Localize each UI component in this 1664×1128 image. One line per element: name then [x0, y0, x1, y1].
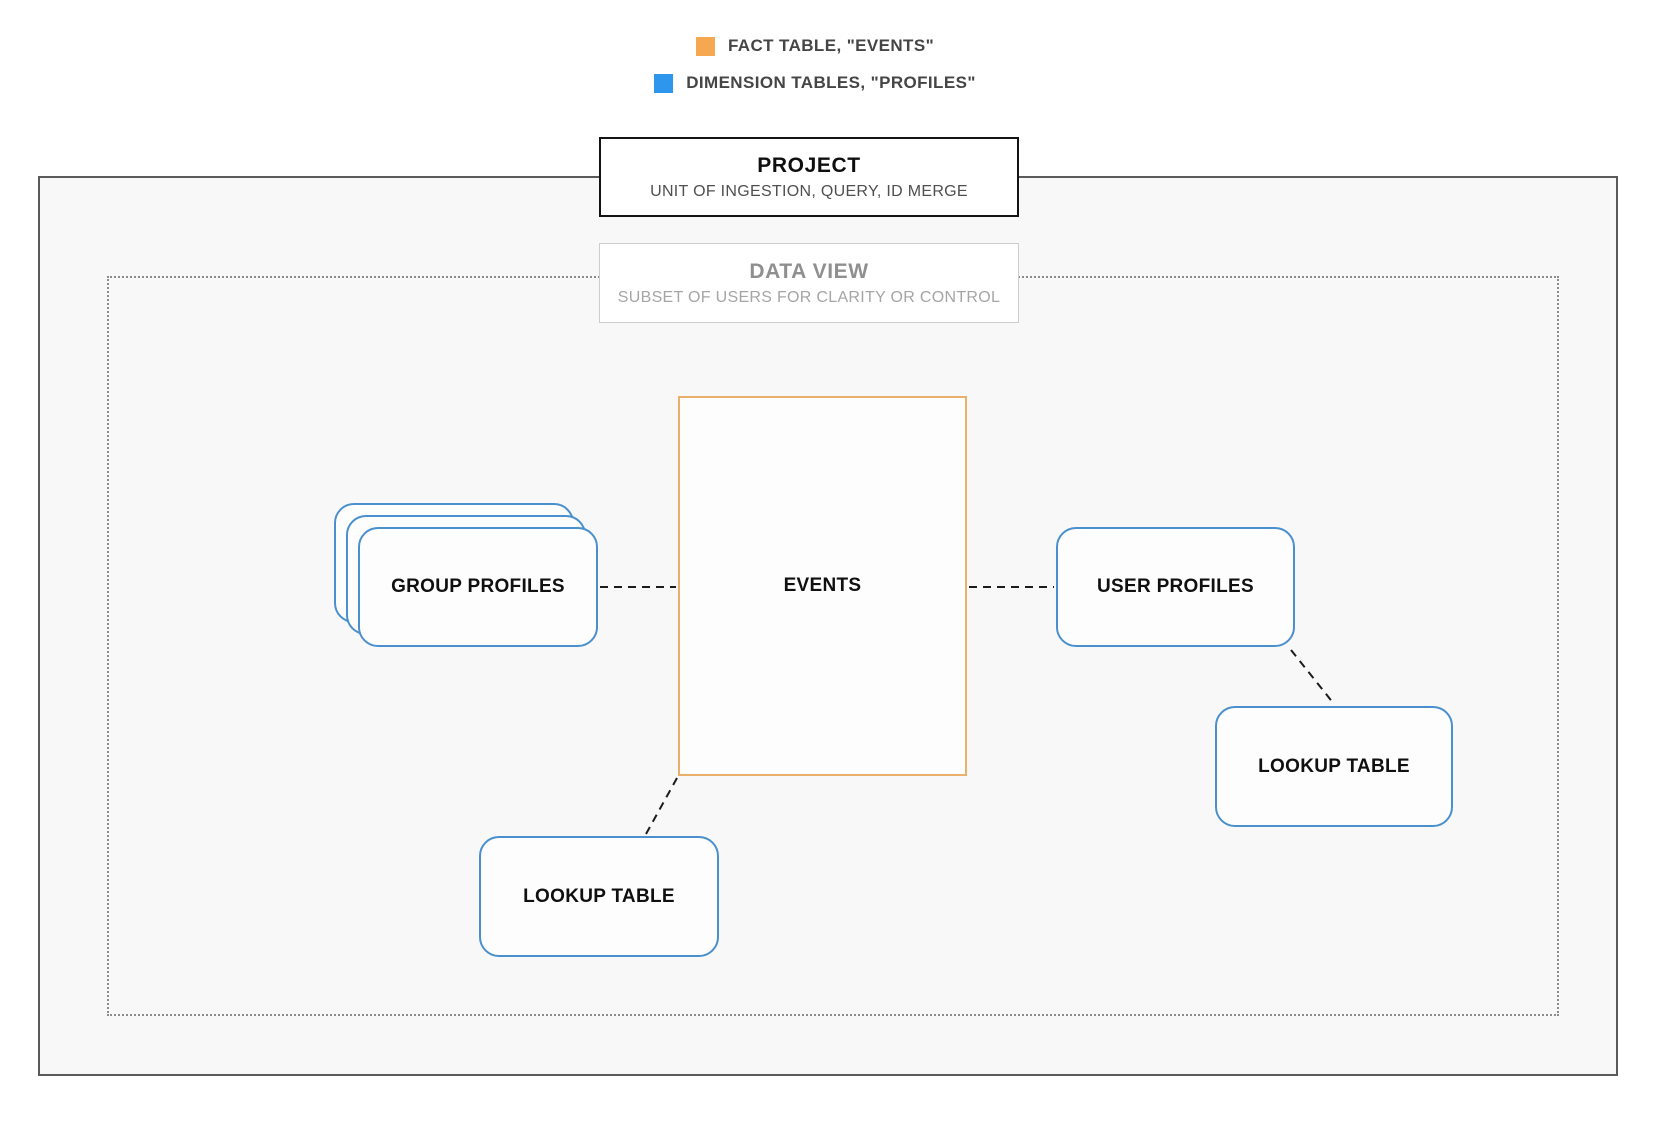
user-profiles-label: USER PROFILES	[1097, 576, 1254, 597]
legend-label: FACT TABLE, "EVENTS"	[727, 36, 935, 55]
fact-table-color-swatch	[695, 36, 715, 56]
connector-user-profiles-lookup-table	[1290, 649, 1335, 705]
data-view-title: DATA VIEW	[749, 259, 869, 283]
data-view-header-box: DATA VIEW SUBSET OF USERS FOR CLARITY OR…	[599, 243, 1019, 323]
group-profiles-label: GROUP PROFILES	[391, 576, 565, 597]
dimension-tables-color-swatch	[654, 73, 674, 93]
legend-item-dimension-tables: DIMENSION TABLES, "PROFILES"	[654, 73, 976, 93]
events-node: EVENTS	[678, 396, 967, 776]
legend: FACT TABLE, "EVENTS" DIMENSION TABLES, "…	[0, 36, 1630, 93]
data-view-subtitle: SUBSET OF USERS FOR CLARITY OR CONTROL	[617, 288, 1001, 306]
legend-item-fact-table: FACT TABLE, "EVENTS"	[695, 36, 935, 56]
lookup-table-label: LOOKUP TABLE	[523, 885, 675, 907]
lookup-table-bottom-node: LOOKUP TABLE	[479, 836, 719, 957]
project-title: PROJECT	[757, 153, 861, 177]
lookup-table-right-node: LOOKUP TABLE	[1215, 706, 1453, 827]
project-header-box: PROJECT UNIT OF INGESTION, QUERY, ID MER…	[599, 137, 1019, 217]
user-profiles-node: USER PROFILES	[1056, 527, 1295, 647]
lookup-table-label: LOOKUP TABLE	[1258, 755, 1410, 777]
group-profiles-node: GROUP PROFILES	[334, 503, 598, 647]
legend-label: DIMENSION TABLES, "PROFILES"	[686, 73, 976, 92]
events-label: EVENTS	[783, 575, 862, 596]
project-subtitle: UNIT OF INGESTION, QUERY, ID MERGE	[650, 182, 968, 200]
group-profiles-card-front: GROUP PROFILES	[358, 527, 598, 647]
connector-events-lookup-table	[645, 777, 678, 835]
